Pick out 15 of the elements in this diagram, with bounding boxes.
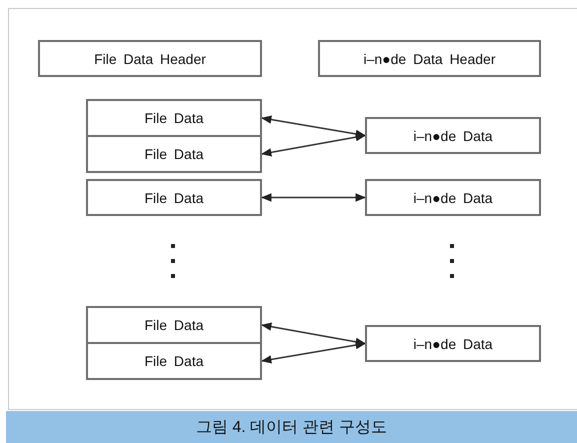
header-box: i–n●de Data Header: [318, 40, 541, 77]
data-box: File Data: [86, 99, 262, 137]
data-box: i–n●de Data: [365, 325, 541, 362]
data-box: File Data: [86, 179, 262, 216]
arrow: [260, 133, 366, 156]
data-box: i–n●de Data: [365, 179, 541, 216]
arrow: [260, 340, 366, 364]
caption-bar: 그림 4. 데이터 관련 구성도: [6, 411, 577, 443]
data-box: File Data: [86, 342, 262, 380]
data-box: File Data: [86, 306, 262, 344]
data-box: File Data: [86, 135, 262, 173]
arrow: [260, 322, 366, 346]
arrow: [260, 193, 366, 202]
data-box: i–n●de Data: [365, 117, 541, 154]
header-box: File Data Header: [38, 40, 262, 77]
